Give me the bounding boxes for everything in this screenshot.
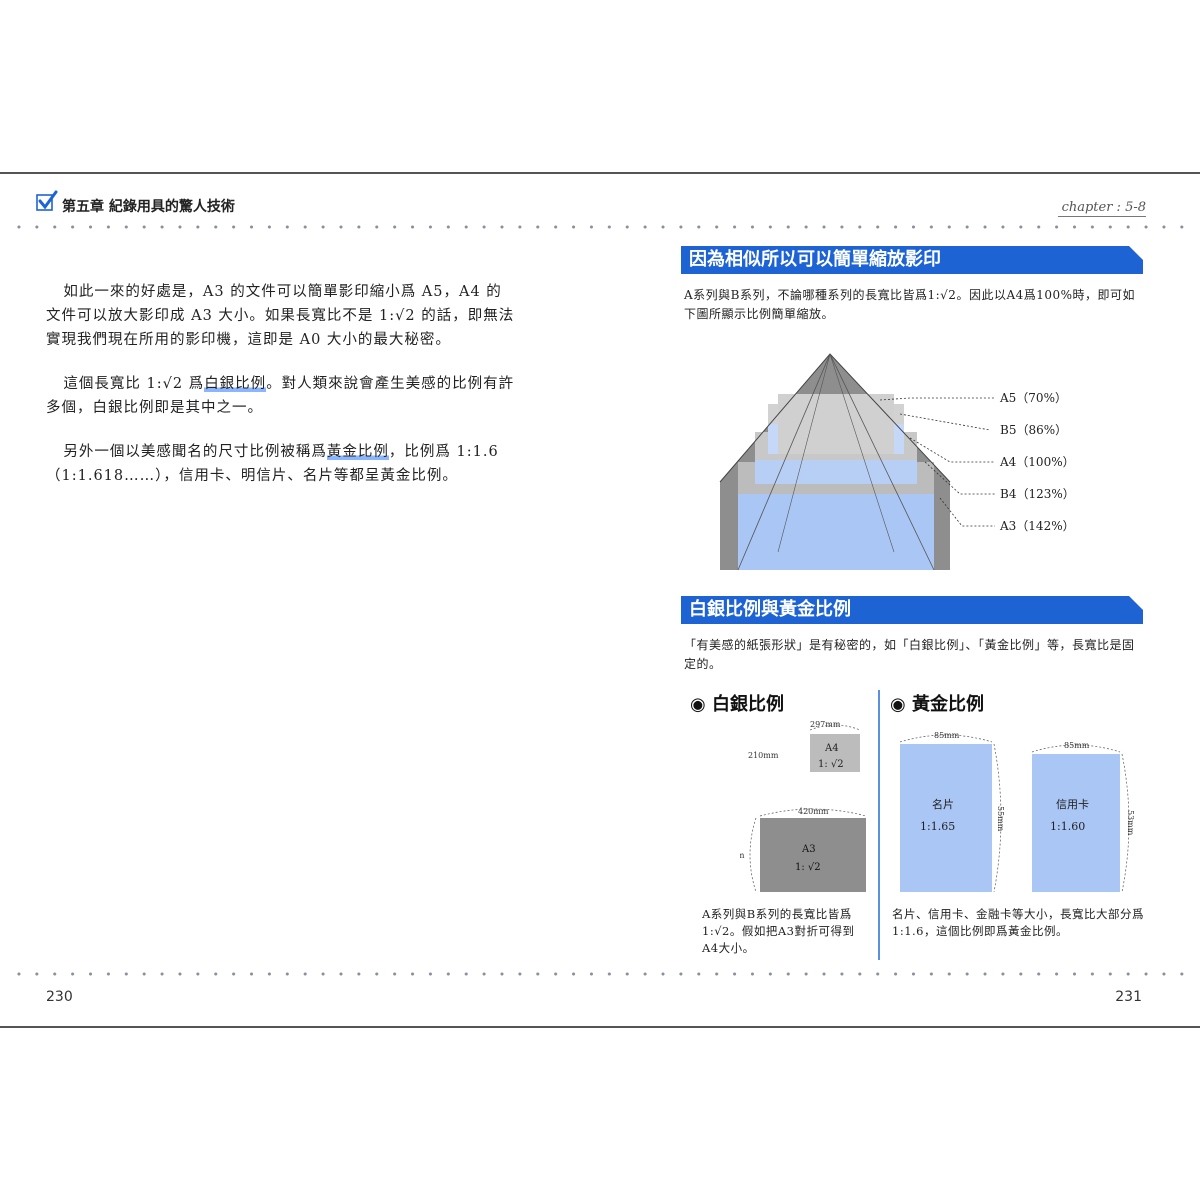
golden-ratio-caption: 名片、信用卡、金融卡等大小，長寬比大部分爲1:1.6，這個比例即爲黃金比例。: [892, 907, 1144, 938]
silver-ratio-diagram: 297mm 210mm A4 1: √2 420mm 297mm A3 1: √…: [740, 720, 867, 893]
page-number-left: 230: [46, 989, 73, 1005]
business-card-width-label: 85mm: [934, 731, 960, 740]
business-card: [900, 744, 992, 892]
leader-a3: [939, 497, 995, 527]
business-card-width-arc: [899, 734, 993, 743]
paragraph-2: 這個長寬比 1:√2 爲白銀比例。對人類來說會產生美感的比例有許多個，白銀比例即…: [46, 376, 515, 416]
a4-ratio: 1: √2: [818, 759, 844, 770]
paragraph-1: 如此一來的好處是，A3 的文件可以簡單影印縮小爲 A5，A4 的文件可以放大影印…: [46, 284, 515, 348]
business-card-name: 名片: [932, 797, 954, 811]
pyramid-ridge-left: [737, 353, 831, 571]
paragraph-3: 另外一個以美感聞名的尺寸比例被稱爲黃金比例，比例爲 1:1.6（1:1.618……: [46, 444, 499, 484]
a3-height-arc: [749, 817, 757, 893]
pyramid-ridge-right: [829, 353, 935, 571]
column-divider: [878, 690, 880, 960]
credit-card-name: 信用卡: [1056, 798, 1089, 811]
credit-card-width-label: 85mm: [1064, 741, 1090, 750]
credit-card-ratio: 1:1.60: [1050, 820, 1085, 833]
a3-sheet: [760, 818, 866, 892]
silver-ratio-caption: A系列與B系列的長寬比皆爲1:√2。假如把A3對折可得到A4大小。: [702, 907, 855, 955]
section-note-ratios: 「有美感的紙張形狀」是有秘密的，如「白銀比例」、「黃金比例」等，長寬比是固定的。: [684, 638, 1135, 671]
business-card-height-arc: [993, 743, 1002, 893]
a4-width-label: 297mm: [810, 720, 841, 729]
layer-a3: [738, 484, 934, 570]
book-spread: 第五章 紀錄用具的驚人技術 chapter : 5-8 如此一來的好處是，A3 …: [0, 172, 1200, 1028]
a3-width-label: 420mm: [798, 807, 829, 816]
chapter-title: 第五章 紀錄用具的驚人技術: [62, 199, 235, 215]
a4-height-label: 210mm: [748, 751, 779, 760]
page-number-right: 231: [1115, 989, 1142, 1005]
golden-ratio-diagram: 85mm 55mm 名片 1:1.65 85mm 53mm 信用卡 1:1.60: [899, 731, 1135, 893]
a3-height-label: 297mm: [740, 851, 745, 860]
layer-a5: [778, 394, 894, 454]
dotted-divider-bottom: [10, 971, 1190, 977]
label-b5: B5（86%）: [1000, 423, 1067, 437]
business-card-ratio: 1:1.65: [920, 820, 955, 833]
label-a4: A4（100%）: [999, 455, 1075, 469]
leader-b5: [899, 413, 991, 431]
highlight-silver-ratio: 白銀比例: [204, 376, 267, 392]
highlight-golden-ratio: 黃金比例: [326, 444, 389, 460]
checkmark-icon: [36, 190, 58, 211]
pyramid-ridge-mid-right: [829, 353, 895, 553]
business-card-height-label: 55mm: [996, 806, 1005, 832]
credit-card-height-arc: [1121, 753, 1130, 893]
chapter-rule: [1058, 216, 1146, 217]
a4-name: A4: [824, 743, 839, 754]
a3-name: A3: [801, 844, 816, 855]
label-b4: B4（123%）: [1000, 487, 1075, 501]
golden-ratio-heading: ◉ 黃金比例: [890, 694, 984, 715]
section-banner-ratios: 白銀比例與黃金比例: [681, 596, 1143, 624]
pyramid-ridge-mid-left: [777, 353, 831, 553]
section-banner-scaling: 因為相似所以可以簡單縮放影印: [681, 246, 1143, 274]
leader-a5: [879, 397, 995, 401]
a4-sheet: [810, 734, 860, 772]
credit-card: [1032, 754, 1120, 892]
a4-width-arc: [809, 724, 861, 731]
label-a3: A3（142%）: [999, 519, 1075, 533]
dotted-divider-top: [10, 224, 1190, 230]
silver-ratio-heading: ◉ 白銀比例: [690, 694, 784, 715]
leader-a4: [909, 437, 995, 463]
a3-ratio: 1: √2: [795, 862, 821, 873]
a3-width-arc: [759, 808, 867, 817]
paper-size-pyramid-diagram: A5（70%） B5（86%） A4（100%） B4（123%） A3（142…: [719, 353, 1075, 571]
chapter-number: chapter : 5-8: [1061, 200, 1146, 215]
label-a5: A5（70%）: [999, 391, 1067, 405]
section-note-scaling: A系列與B系列，不論哪種系列的長寬比皆爲1:√2。因此以A4爲100%時，即可如…: [684, 288, 1136, 321]
credit-card-width-arc: [1031, 744, 1121, 753]
left-page-body: 如此一來的好處是，A3 的文件可以簡單影印縮小爲 A5，A4 的文件可以放大影印…: [46, 280, 516, 508]
credit-card-height-label: 53mm: [1126, 810, 1135, 836]
